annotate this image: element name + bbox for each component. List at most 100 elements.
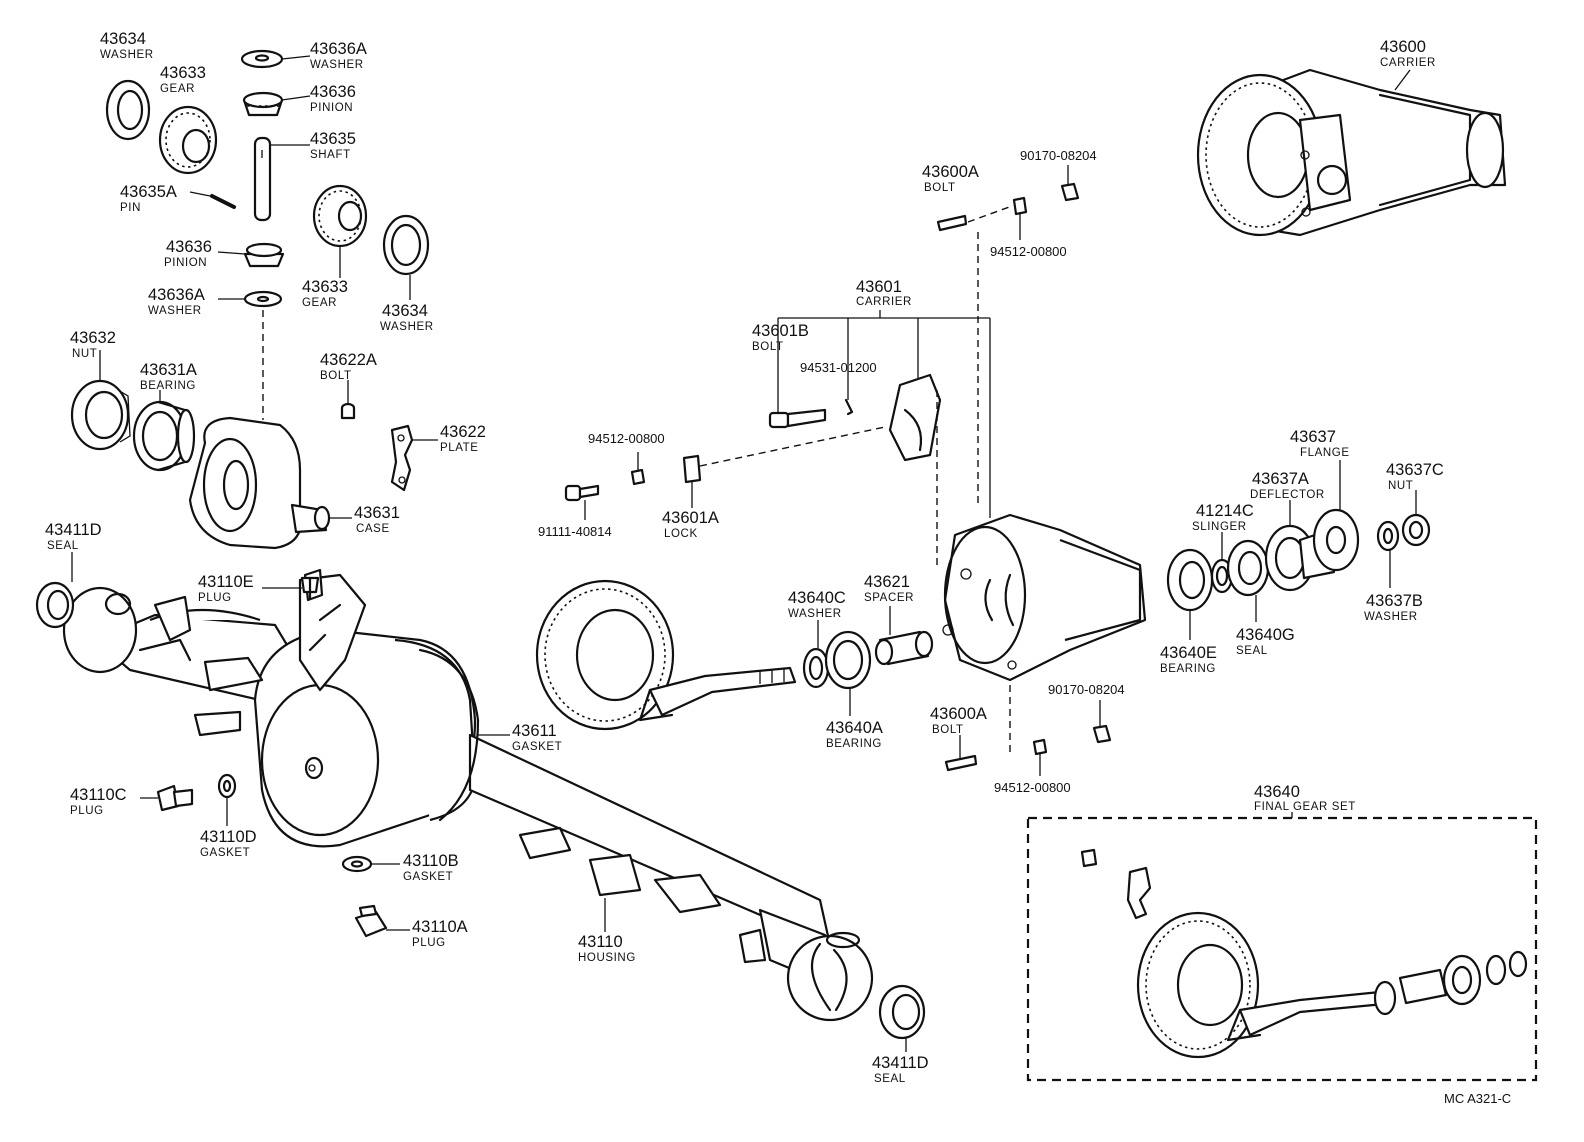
pin-43635a xyxy=(210,194,236,209)
label-41214c: 41214C SLINGER xyxy=(1192,502,1254,533)
svg-text:SPACER: SPACER xyxy=(864,592,914,604)
label-43110a: 43110A PLUG xyxy=(412,918,468,949)
label-43110c: 43110C PLUG xyxy=(70,786,127,817)
svg-text:43637C: 43637C xyxy=(1386,461,1444,479)
svg-text:43635A: 43635A xyxy=(120,183,177,201)
label-43636a-bottom: 43636A WASHER xyxy=(148,286,205,317)
bearing-43640e xyxy=(1166,548,1214,612)
svg-text:NUT: NUT xyxy=(72,348,97,360)
svg-text:GEAR: GEAR xyxy=(160,83,195,95)
label-43622: 43622 PLATE xyxy=(440,423,486,454)
label-90170-08204-top: 90170-08204 xyxy=(1020,148,1097,163)
label-43634-top: 43634 WASHER xyxy=(100,30,153,61)
plate-43622 xyxy=(390,424,414,492)
svg-text:43635: 43635 xyxy=(310,130,356,148)
svg-text:43640G: 43640G xyxy=(1236,626,1295,644)
nut-43632 xyxy=(70,379,131,451)
label-91111-40814: 91111-40814 xyxy=(538,524,612,539)
label-94512-00800-mid: 94512-00800 xyxy=(588,431,665,446)
svg-text:SEAL: SEAL xyxy=(1236,645,1268,657)
assembly-line xyxy=(699,426,886,467)
diagram-reference-code: MC A321-C xyxy=(1444,1091,1511,1106)
svg-text:BOLT: BOLT xyxy=(752,341,784,353)
svg-text:PINION: PINION xyxy=(310,102,353,114)
svg-text:CARRIER: CARRIER xyxy=(1380,57,1436,69)
svg-text:BEARING: BEARING xyxy=(1160,663,1216,675)
assembly-line xyxy=(967,205,1013,223)
shaft-43635 xyxy=(253,136,272,222)
svg-text:FINAL GEAR SET: FINAL GEAR SET xyxy=(1254,801,1356,813)
svg-text:CASE: CASE xyxy=(356,523,390,535)
svg-text:43600A: 43600A xyxy=(922,163,979,181)
washer-94512-top xyxy=(1012,196,1028,216)
svg-text:43110E: 43110E xyxy=(198,573,254,591)
svg-text:43634: 43634 xyxy=(100,30,146,48)
label-43411d-top: 43411D SEAL xyxy=(45,521,102,552)
svg-text:43600: 43600 xyxy=(1380,38,1426,56)
washer-43634-bottom xyxy=(382,214,430,276)
label-43611: 43611 GASKET xyxy=(512,722,562,753)
svg-text:SEAL: SEAL xyxy=(47,540,79,552)
svg-text:43636A: 43636A xyxy=(148,286,205,304)
label-43640: 43640 FINAL GEAR SET xyxy=(1254,783,1356,813)
svg-text:WASHER: WASHER xyxy=(1364,611,1418,623)
svg-text:HOUSING: HOUSING xyxy=(578,952,636,964)
svg-text:GEAR: GEAR xyxy=(302,297,337,309)
gasket-43110d xyxy=(217,773,237,799)
svg-text:PLATE: PLATE xyxy=(440,442,479,454)
lock-43601a xyxy=(682,454,702,484)
label-43635: 43635 SHAFT xyxy=(310,130,356,161)
washer-43636a-top xyxy=(240,49,284,69)
label-43411d-bottom: 43411D SEAL xyxy=(872,1054,929,1085)
label-43600: 43600 CARRIER xyxy=(1380,38,1436,69)
svg-text:41214C: 41214C xyxy=(1196,502,1254,520)
svg-text:43634: 43634 xyxy=(382,302,428,320)
svg-text:43411D: 43411D xyxy=(45,521,102,539)
axle-housing-43110 xyxy=(62,568,874,1022)
svg-text:PINION: PINION xyxy=(164,257,207,269)
svg-text:SLINGER: SLINGER xyxy=(1192,521,1247,533)
svg-text:PLUG: PLUG xyxy=(198,592,232,604)
svg-text:BOLT: BOLT xyxy=(932,724,964,736)
svg-text:43631A: 43631A xyxy=(140,361,197,379)
label-43635a: 43635A PIN xyxy=(120,183,177,214)
svg-text:GASKET: GASKET xyxy=(512,741,562,753)
bolt-91111 xyxy=(564,484,600,502)
label-43631a: 43631A BEARING xyxy=(140,361,197,392)
label-94512-00800-bottom: 94512-00800 xyxy=(994,780,1071,795)
label-43640c: 43640C WASHER xyxy=(788,589,846,620)
label-43110d: 43110D GASKET xyxy=(200,828,257,859)
bolt-43622a xyxy=(340,402,356,420)
seal-43411d-right xyxy=(878,984,926,1040)
label-43636-bottom: 43636 PINION xyxy=(164,238,212,269)
final-gear-set-parts xyxy=(1080,848,1528,1059)
label-43601b: 43601B BOLT xyxy=(752,322,809,353)
svg-text:43636A: 43636A xyxy=(310,40,367,58)
label-43622a: 43622A BOLT xyxy=(320,351,377,382)
svg-text:43637B: 43637B xyxy=(1366,592,1423,610)
svg-text:43636: 43636 xyxy=(166,238,212,256)
bolt-43600a-top xyxy=(936,214,968,232)
svg-text:BEARING: BEARING xyxy=(826,738,882,750)
svg-text:43622A: 43622A xyxy=(320,351,377,369)
ring-and-pinion-gear xyxy=(535,579,797,731)
svg-text:43622: 43622 xyxy=(440,423,486,441)
svg-text:BEARING: BEARING xyxy=(140,380,196,392)
svg-text:DEFLECTOR: DEFLECTOR xyxy=(1250,489,1325,501)
svg-text:43637: 43637 xyxy=(1290,428,1336,446)
bearing-43631a xyxy=(132,400,196,472)
label-43636a-top: 43636A WASHER xyxy=(310,40,367,71)
label-43637a: 43637A DEFLECTOR xyxy=(1250,470,1325,501)
svg-text:GASKET: GASKET xyxy=(200,847,250,859)
svg-text:43632: 43632 xyxy=(70,329,116,347)
svg-text:43601B: 43601B xyxy=(752,322,809,340)
label-43636-top: 43636 PINION xyxy=(310,83,356,114)
svg-text:43640E: 43640E xyxy=(1160,644,1217,662)
svg-text:43600A: 43600A xyxy=(930,705,987,723)
bearing-43640a xyxy=(824,630,872,690)
svg-text:43633: 43633 xyxy=(302,278,348,296)
svg-text:43640: 43640 xyxy=(1254,783,1300,801)
carrier-assembly-43600 xyxy=(1196,68,1507,237)
svg-text:43110D: 43110D xyxy=(200,828,257,846)
nut-90170-bottom xyxy=(1092,724,1112,744)
